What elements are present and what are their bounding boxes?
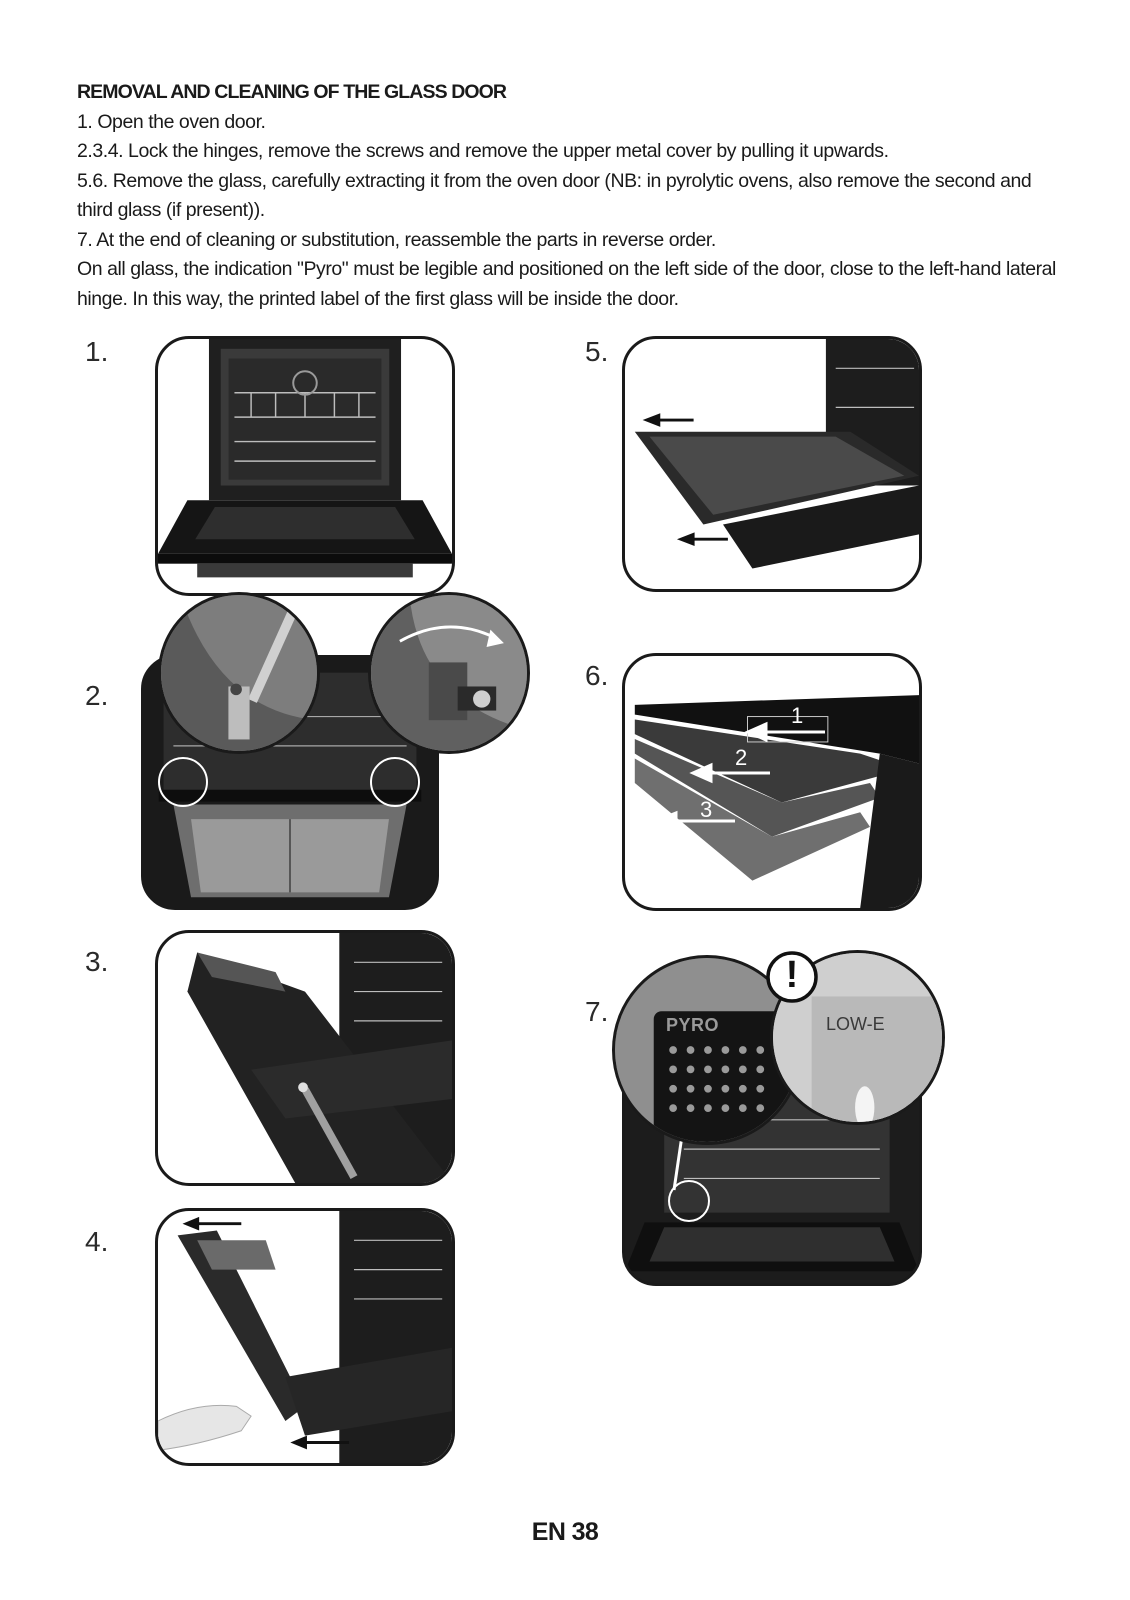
instructions-block: REMOVAL AND CLEANING OF THE GLASS DOOR 1… <box>77 78 1067 314</box>
step-6-image-glass-layers <box>622 653 922 911</box>
step-1-image-open-oven <box>155 336 455 596</box>
pyro-location-highlight <box>668 1180 710 1222</box>
step-number-5: 5. <box>585 336 609 367</box>
instruction-step-2-3-4: 2.3.4. Lock the hinges, remove the screw… <box>77 140 889 162</box>
hinge-zoom-left-illustration <box>161 595 317 751</box>
hinge-highlight-right <box>370 757 420 807</box>
page-number: EN 38 <box>531 1518 599 1546</box>
step-number-2: 2. <box>85 680 109 711</box>
glass-layers-illustration <box>634 695 919 908</box>
hinge-zoom-right <box>368 592 530 754</box>
remove-glass-illustration <box>634 339 919 569</box>
low-e-label-zoom-illustration <box>773 953 942 1122</box>
section-heading: REMOVAL AND CLEANING OF THE GLASS DOOR <box>77 81 507 103</box>
warning-icon: ! <box>765 950 819 1004</box>
instruction-step-5-6: 5.6. Remove the glass, carefully extract… <box>77 169 1032 222</box>
hinge-zoom-right-illustration <box>371 595 527 751</box>
hinge-highlight-left <box>158 757 208 807</box>
step-number-3: 3. <box>85 946 109 977</box>
step-number-4: 4. <box>85 1226 109 1257</box>
instruction-step-1: 1. Open the oven door. <box>77 110 266 133</box>
glass-layer-label-1: 1 <box>791 703 804 728</box>
step-4-image-remove-cover <box>155 1208 455 1466</box>
remove-cover-illustration <box>158 1211 452 1463</box>
low-e-label-text: LOW-E <box>826 1014 885 1034</box>
step-number-7: 7. <box>585 996 609 1027</box>
glass-layer-label-2: 2 <box>735 745 748 770</box>
open-oven-illustration <box>158 339 452 578</box>
step-3-image-remove-screws <box>155 930 455 1186</box>
pyro-label-zoom-illustration <box>615 958 799 1142</box>
glass-layer-arrows <box>651 721 825 832</box>
instruction-pyro-note: On all glass, the indication "Pyro" must… <box>77 258 1056 310</box>
pyro-label-text: PYRO <box>666 1015 720 1035</box>
step-5-image-remove-glass <box>622 336 922 592</box>
hinge-zoom-left <box>158 592 320 754</box>
step-number-1: 1. <box>85 336 109 367</box>
instruction-step-7: 7. At the end of cleaning or substitutio… <box>77 228 716 251</box>
glass-layer-label-3: 3 <box>700 797 713 822</box>
warning-icon-glyph: ! <box>785 954 799 996</box>
remove-screws-illustration <box>187 933 452 1183</box>
step-number-6: 6. <box>585 660 609 691</box>
